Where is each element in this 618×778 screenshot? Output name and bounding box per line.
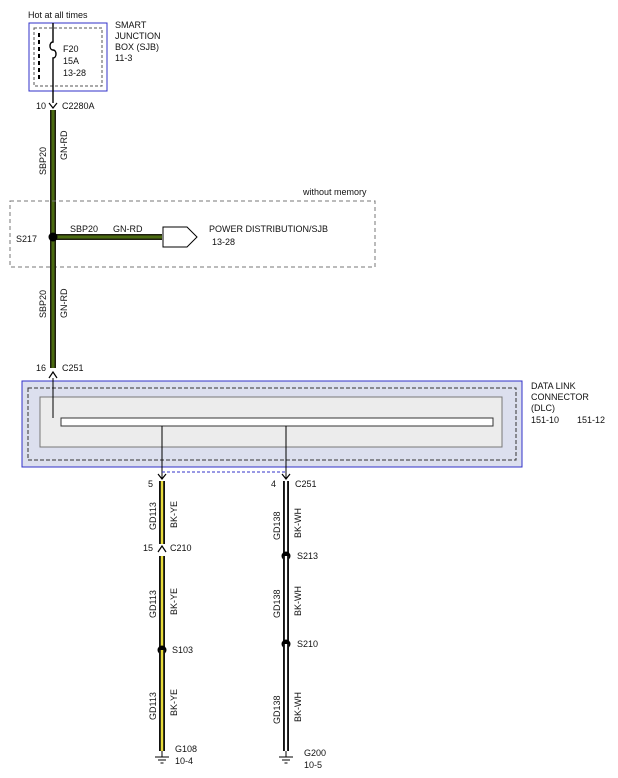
branch-circuit: SBP20 xyxy=(70,224,98,234)
c210-pin: 15 xyxy=(143,543,153,553)
left-wire3-color: BK-YE xyxy=(169,689,179,716)
ground-g108-ref: 10-4 xyxy=(175,756,193,766)
right-wire3-color: BK-WH xyxy=(293,692,303,722)
c2280a-connector-icon xyxy=(48,102,58,109)
right-wire1-circuit: GD138 xyxy=(272,511,282,540)
splice-s217-dot xyxy=(48,232,58,242)
fuse-rating: 15A xyxy=(63,56,79,66)
without-memory-box xyxy=(9,200,376,268)
c2280a-pin: 10 xyxy=(36,101,46,111)
left-wire1-color: BK-YE xyxy=(169,501,179,528)
dlc-line2: CONNECTOR xyxy=(531,392,589,402)
c251-top-pin: 16 xyxy=(36,363,46,373)
sjb-outline xyxy=(28,22,108,92)
branch-dest-ref: 13-28 xyxy=(212,237,235,247)
dlc-ref2: 151-12 xyxy=(577,415,605,425)
left-wire1-circuit: GD113 xyxy=(148,502,158,530)
wire-sbp20-top-color: GN-RD xyxy=(59,130,69,160)
dlc-dashed-outline xyxy=(27,387,517,461)
c210-connector-icon xyxy=(157,544,167,553)
left-c251-connector-icon xyxy=(157,473,167,480)
branch-dest-label: POWER DISTRIBUTION/SJB xyxy=(209,224,328,234)
dlc-line1: DATA LINK xyxy=(531,381,576,391)
right-c251-name: C251 xyxy=(295,479,317,489)
hot-at-all-times-label: Hot at all times xyxy=(28,10,88,20)
splice-s217-label: S217 xyxy=(16,234,37,244)
right-c251-pin: 4 xyxy=(271,479,276,489)
fuse-ref: 13-28 xyxy=(63,68,86,78)
sjb-title-line2: JUNCTION xyxy=(115,31,161,41)
right-c251-connector-icon xyxy=(281,473,291,480)
ground-g200-label: G200 xyxy=(304,748,326,758)
right-wire2-color: BK-WH xyxy=(293,586,303,616)
sjb-inner-outline xyxy=(33,27,103,87)
wire-sbp20-mid-circuit: SBP20 xyxy=(38,290,48,318)
ground-g200-ref: 10-5 xyxy=(304,760,322,770)
wire-sbp20-top-circuit: SBP20 xyxy=(38,147,48,175)
splice-s210-label: S210 xyxy=(297,639,318,649)
c251-top-name: C251 xyxy=(62,363,84,373)
left-wire3-circuit: GD113 xyxy=(148,692,158,720)
wire-sbp20-mid-color: GN-RD xyxy=(59,288,69,318)
splice-s103-label: S103 xyxy=(172,645,193,655)
branch-color: GN-RD xyxy=(113,224,143,234)
dlc-ref1: 151-10 xyxy=(531,415,559,425)
fuse-id: F20 xyxy=(63,44,79,54)
ground-g200-icon xyxy=(279,751,293,764)
splice-s213-label: S213 xyxy=(297,551,318,561)
without-memory-label: without memory xyxy=(302,187,367,197)
sjb-title-line3: BOX (SJB) xyxy=(115,42,159,52)
fuse-f20-icon xyxy=(49,23,57,103)
right-wire1-color: BK-WH xyxy=(293,508,303,538)
left-wire2-circuit: GD113 xyxy=(148,590,158,618)
ground-g108-label: G108 xyxy=(175,744,197,754)
sjb-ref: 11-3 xyxy=(115,53,132,63)
sjb-title-line1: SMART xyxy=(115,20,147,30)
c210-name: C210 xyxy=(170,543,192,553)
left-wire2-color: BK-YE xyxy=(169,588,179,615)
ground-g108-icon xyxy=(155,751,169,764)
dlc-pin-strip xyxy=(60,417,494,427)
c2280a-name: C2280A xyxy=(62,101,95,111)
right-wire3-circuit: GD138 xyxy=(272,695,282,724)
arrow-connector-icon xyxy=(162,226,198,248)
dlc-line3: (DLC) xyxy=(531,403,555,413)
c251-top-connector-icon xyxy=(48,370,58,379)
left-c251-pin: 5 xyxy=(148,479,153,489)
right-wire2-circuit: GD138 xyxy=(272,589,282,618)
